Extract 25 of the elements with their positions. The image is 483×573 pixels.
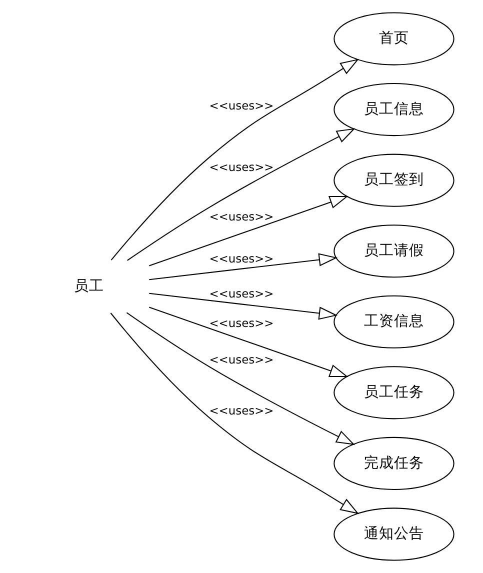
edge-label: <<uses>> — [209, 316, 274, 330]
arrow — [149, 292, 338, 320]
arrow — [127, 128, 356, 261]
node-ellipse: 员工信息 — [334, 83, 454, 136]
arrow — [149, 253, 338, 280]
node-ellipse: 员工请假 — [334, 224, 454, 278]
edge-label: <<uses>> — [209, 352, 274, 366]
arrow — [110, 312, 360, 514]
node-ellipse: 通知公告 — [334, 508, 454, 561]
node-ellipse: 员工任务 — [334, 366, 454, 420]
node-text: 员工 — [74, 277, 104, 294]
node-ellipse: 工资信息 — [334, 295, 454, 348]
edge-label: <<uses>> — [209, 286, 274, 301]
edge-label: <<uses>> — [209, 98, 274, 112]
edge-label: <<uses>> — [209, 160, 274, 174]
arrow — [149, 306, 348, 378]
edge-label: <<uses>> — [209, 403, 274, 418]
edge-label: <<uses>> — [209, 210, 274, 224]
arrow — [126, 312, 355, 445]
node-ellipse: 员工签到 — [334, 154, 454, 207]
edge-label: <<uses>> — [209, 251, 274, 266]
node-ellipse: 首页 — [334, 12, 454, 66]
arrow — [149, 196, 348, 266]
node-ellipse: 完成任务 — [334, 436, 454, 490]
arrow — [110, 58, 359, 260]
